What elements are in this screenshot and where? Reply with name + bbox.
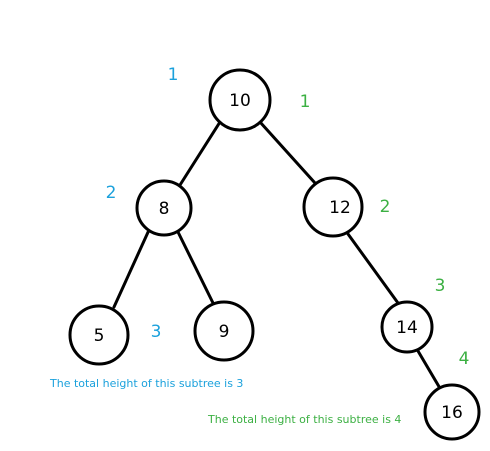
node-circle [68, 304, 130, 366]
tree-node-9: 9 [193, 300, 255, 362]
edge-8-9 [176, 230, 216, 307]
edge-14-16 [416, 349, 443, 392]
edge-12-14 [346, 232, 400, 305]
edge-10-12 [258, 120, 317, 185]
left-height-level-1: 1 [168, 65, 179, 85]
left-subtree-caption: The total height of this subtree is 3 [49, 377, 243, 390]
node-label: 5 [94, 326, 105, 346]
node-circle [208, 68, 272, 132]
node-label: 8 [159, 199, 170, 219]
tree-node-14: 14 [380, 300, 434, 354]
node-label: 16 [441, 403, 463, 423]
tree-node-12: 12 [302, 176, 364, 238]
tree-edges [112, 120, 443, 392]
right-height-labels: 1 2 3 4 [300, 92, 470, 369]
right-height-level-4: 4 [459, 349, 470, 369]
node-label: 14 [396, 318, 418, 338]
tree-node-8: 8 [135, 179, 193, 237]
edge-8-5 [112, 228, 151, 309]
edge-10-8 [178, 120, 222, 187]
node-circle [380, 300, 434, 354]
node-label: 9 [219, 322, 230, 342]
right-height-level-2: 2 [380, 197, 391, 217]
node-label: 12 [329, 198, 351, 218]
left-height-level-3: 3 [151, 322, 162, 342]
node-circle [302, 176, 364, 238]
left-height-level-2: 2 [106, 183, 117, 203]
tree-node-16: 16 [423, 383, 481, 441]
right-height-level-3: 3 [435, 276, 446, 296]
right-height-level-1: 1 [300, 92, 311, 112]
node-label: 10 [229, 91, 251, 111]
tree-node-10: 10 [208, 68, 272, 132]
left-height-labels: 1 2 3 [106, 65, 179, 342]
node-circle [423, 383, 481, 441]
node-circle [193, 300, 255, 362]
node-circle [135, 179, 193, 237]
tree-node-5: 5 [68, 304, 130, 366]
right-subtree-caption: The total height of this subtree is 4 [207, 413, 401, 426]
